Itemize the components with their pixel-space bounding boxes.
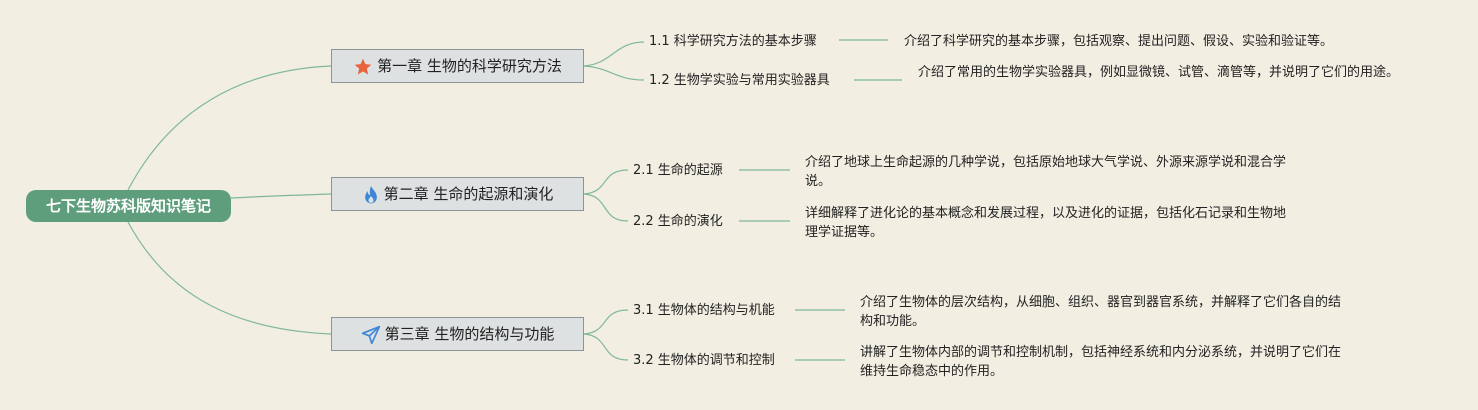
connector-ch3-s2 (583, 333, 629, 361)
section-1-2-desc: 介绍了常用的生物学实验器具，例如显微镜、试管、滴管等，并说明了它们的用途。 (918, 65, 1400, 80)
connector-ch3-s1 (583, 309, 629, 335)
root-node[interactable]: 七下生物苏科版知识笔记 (26, 190, 231, 222)
chapter-label-1: 第一章 生物的科学研究方法 (377, 57, 562, 75)
section-1-2[interactable]: 1.2 生物学实验与常用实验器具 (649, 73, 830, 88)
section-2-2[interactable]: 2.2 生命的演化 (633, 214, 723, 229)
section-2-1[interactable]: 2.1 生命的起源 (633, 163, 723, 178)
connector-root-ch3 (127, 221, 332, 335)
fire-icon (362, 185, 380, 205)
section-3-2[interactable]: 3.2 生物体的调节和控制 (633, 353, 775, 368)
chapter-node-1[interactable]: 第一章 生物的科学研究方法 (331, 49, 584, 83)
connector-ch1-s2 (583, 65, 645, 81)
section-3-2-desc: 讲解了生物体内部的调节和控制机制，包括神经系统和内分泌系统，并说明了它们在维持生… (860, 345, 1342, 379)
section-2-1-desc: 介绍了地球上生命起源的几种学说，包括原始地球大气学说、外源来源学说和混合学说。 (805, 155, 1287, 189)
connector-root-ch1 (127, 65, 332, 191)
connector-ch1-s1 (583, 41, 645, 67)
star-icon (353, 57, 373, 77)
section-3-1-desc: 介绍了生物体的层次结构，从细胞、组织、器官到器官系统，并解释了它们各自的结构和功… (860, 295, 1342, 329)
connector-ch2-s1 (583, 169, 629, 195)
chapter-label-3: 第三章 生物的结构与功能 (384, 325, 555, 343)
paper-plane-icon (361, 325, 381, 345)
connector-root-ch2 (230, 193, 332, 199)
connector-ch2-s2 (583, 193, 629, 222)
chapter-node-2[interactable]: 第二章 生命的起源和演化 (331, 177, 584, 211)
section-1-1[interactable]: 1.1 科学研究方法的基本步骤 (649, 34, 817, 49)
section-3-1[interactable]: 3.1 生物体的结构与机能 (633, 303, 775, 318)
chapter-label-2: 第二章 生命的起源和演化 (383, 185, 554, 203)
section-2-2-desc: 详细解释了进化论的基本概念和发展过程，以及进化的证据，包括化石记录和生物地理学证… (805, 206, 1287, 240)
chapter-node-3[interactable]: 第三章 生物的结构与功能 (331, 317, 584, 351)
section-1-1-desc: 介绍了科学研究的基本步骤，包括观察、提出问题、假设、实验和验证等。 (904, 34, 1334, 49)
